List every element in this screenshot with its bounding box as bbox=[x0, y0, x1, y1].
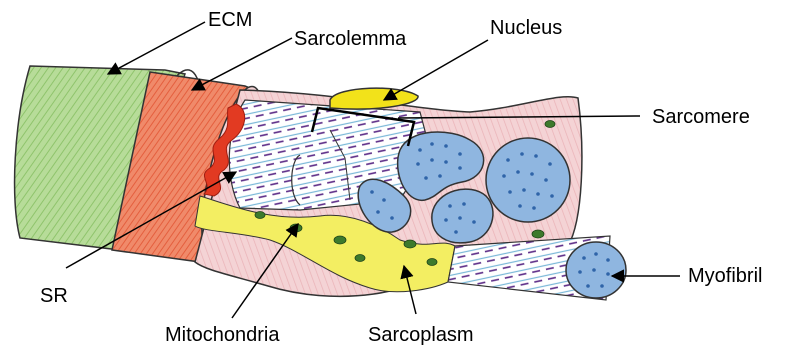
sarcolemma-label: Sarcolemma bbox=[294, 29, 406, 49]
sarcolemma-pointer bbox=[192, 38, 292, 90]
protruding-myofibril bbox=[448, 236, 626, 300]
sarcoplasm-label: Sarcoplasm bbox=[368, 325, 474, 345]
sarcomere-label: Sarcomere bbox=[652, 107, 750, 127]
myofibril-label: Myofibril bbox=[688, 266, 762, 286]
ecm-label: ECM bbox=[208, 10, 252, 30]
sr-label: SR bbox=[40, 286, 68, 306]
mitochondria-label: Mitochondria bbox=[165, 325, 280, 345]
ecm-pointer bbox=[108, 22, 205, 74]
nucleus-label: Nucleus bbox=[490, 18, 562, 38]
